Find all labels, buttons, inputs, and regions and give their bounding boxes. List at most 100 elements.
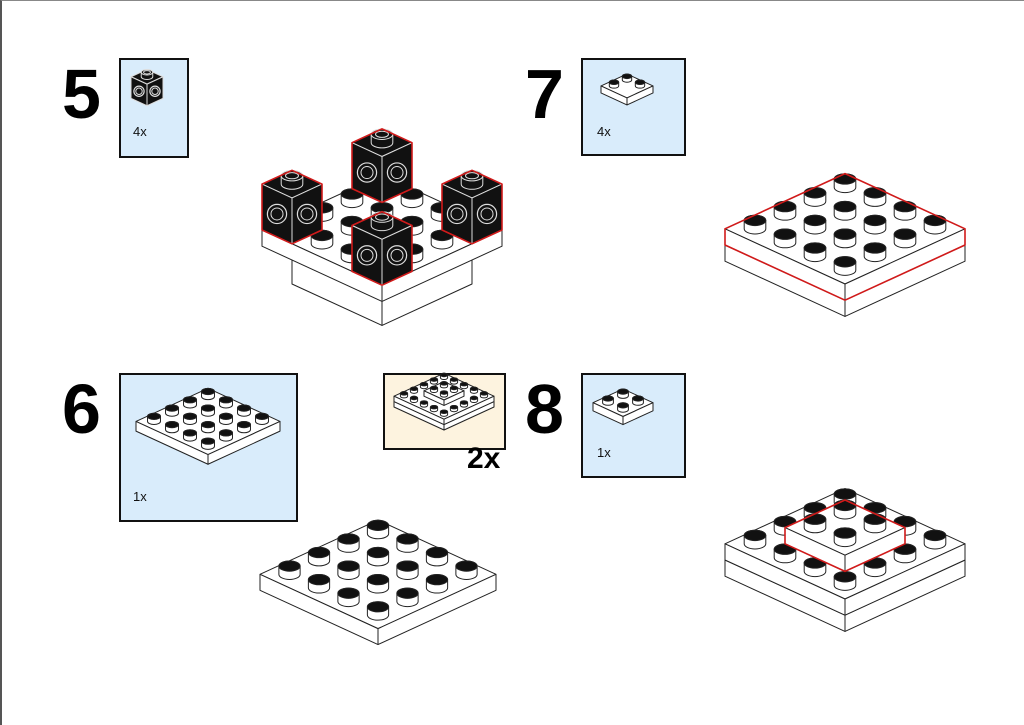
stud (833, 200, 857, 221)
stud (459, 400, 469, 408)
parts-box-step-7: 4x (581, 58, 686, 156)
black-brick (261, 169, 323, 245)
stud (307, 546, 331, 567)
stud (439, 390, 449, 398)
stud (237, 404, 251, 417)
stud (429, 377, 439, 385)
step-6-assembly (259, 519, 497, 646)
stud (201, 437, 215, 450)
stud (396, 560, 419, 580)
stud (219, 396, 233, 409)
stud (366, 574, 390, 594)
stud (219, 429, 233, 442)
subassembly-illustration (393, 372, 495, 431)
stud (201, 404, 215, 417)
stud (893, 228, 917, 249)
stud (165, 421, 179, 434)
step-number-6: 6 (62, 370, 101, 448)
stud (337, 560, 360, 580)
corner-plates-layer (724, 172, 966, 302)
step-number-7: 7 (525, 55, 564, 133)
stud (140, 69, 154, 81)
stud (833, 571, 857, 591)
stud (923, 529, 947, 550)
stud (255, 412, 269, 426)
stud (803, 214, 827, 235)
stud (337, 533, 360, 553)
subassembly-qty: 2x (467, 442, 501, 475)
step-number-5: 5 (62, 55, 101, 133)
parts-box-step-8: 1x (581, 373, 686, 478)
stud (409, 386, 419, 394)
stud (449, 377, 459, 385)
stud (366, 546, 390, 567)
stud (183, 412, 197, 426)
stud (479, 391, 489, 399)
black-brick (351, 210, 413, 287)
stud (419, 400, 429, 408)
part-qty: 4x (133, 124, 147, 139)
part-qty: 4x (597, 124, 611, 139)
stud (165, 404, 179, 417)
part-white-4x4-plate (135, 387, 281, 465)
white-2x2-plate (784, 499, 906, 573)
stud (833, 228, 857, 249)
black-brick (441, 169, 503, 245)
stud (621, 73, 633, 83)
stud (863, 242, 887, 263)
stud (617, 402, 629, 413)
parts-box-step-6: 1x (119, 373, 298, 522)
stud (743, 529, 767, 550)
stud (449, 404, 459, 413)
part-qty: 1x (133, 489, 147, 504)
white-2x2-plate (592, 388, 654, 426)
step-number-8: 8 (525, 370, 564, 448)
part-white-2x2-plate (592, 388, 654, 426)
part-white-corner-plate (600, 73, 654, 106)
stud (307, 574, 331, 594)
stud (455, 560, 478, 580)
stud (459, 381, 469, 390)
stud (278, 560, 301, 580)
step-5-assembly (261, 128, 503, 326)
stud (469, 395, 479, 404)
stud (803, 242, 827, 263)
stud (183, 396, 197, 409)
part-black-1x1-brick (130, 68, 164, 107)
stud (833, 256, 857, 276)
stud (147, 412, 161, 426)
stud (608, 79, 620, 89)
stud (863, 187, 887, 207)
step-8-assembly (724, 488, 966, 632)
stud (419, 381, 429, 390)
stud (201, 387, 215, 401)
black-brick (351, 128, 413, 204)
black-brick (130, 68, 164, 107)
stud (409, 395, 419, 404)
stud (337, 587, 360, 608)
corner-plate (600, 73, 654, 106)
stud (439, 381, 449, 389)
stud (201, 421, 215, 434)
top-plate (423, 381, 465, 406)
stud (439, 409, 449, 417)
stud (396, 533, 419, 553)
part-qty: 1x (597, 445, 611, 460)
stud (366, 601, 390, 621)
step-7-assembly (724, 172, 966, 317)
stud (237, 421, 251, 434)
stud (773, 228, 797, 249)
stud (396, 587, 419, 608)
stud (602, 395, 614, 406)
stud (833, 527, 857, 548)
stud (634, 79, 646, 89)
stud (366, 519, 390, 540)
stud (449, 385, 459, 394)
stud (439, 372, 449, 381)
white-4x4-plate (135, 387, 281, 465)
stud (425, 546, 449, 567)
stud (632, 395, 644, 406)
stud (219, 412, 233, 426)
